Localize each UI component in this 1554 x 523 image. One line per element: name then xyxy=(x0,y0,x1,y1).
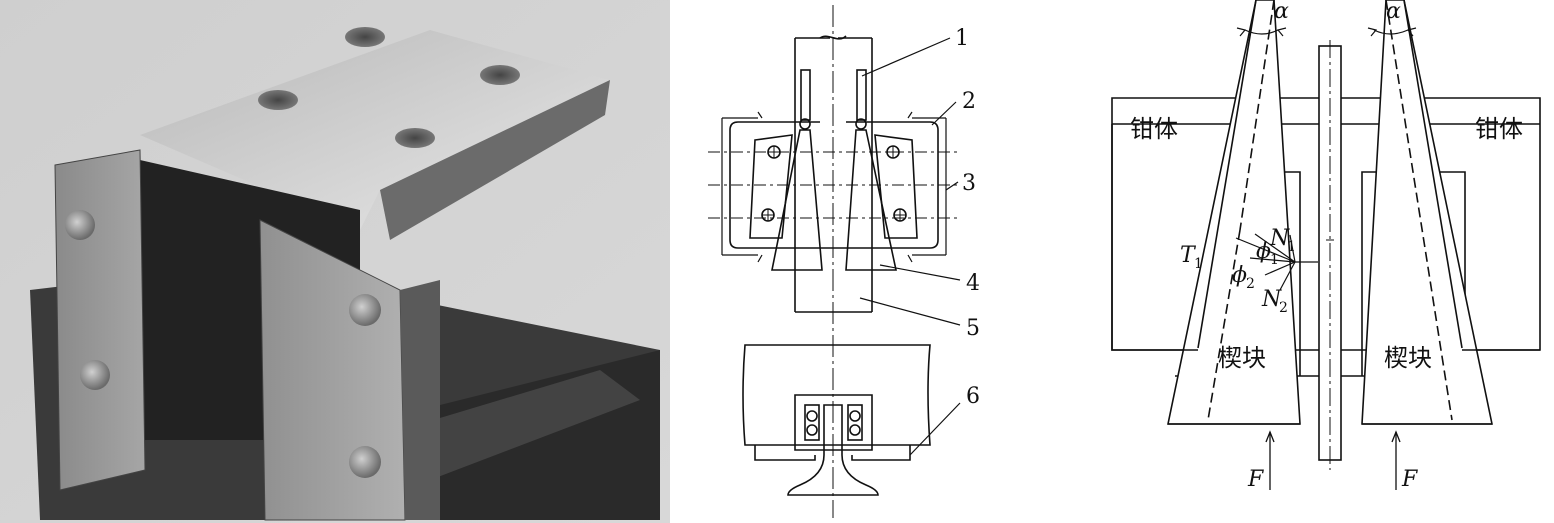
force-arrowhead-right xyxy=(1391,430,1401,443)
left-wedge-dashed xyxy=(1207,229,1241,421)
clamp-mechanism-diagram: 1 2 3 4 5 6 xyxy=(700,0,1020,523)
top-plate-edge xyxy=(380,80,610,240)
left-bearing xyxy=(804,404,820,441)
clamp-body-label-right: 钳体 xyxy=(1475,115,1523,143)
roller xyxy=(806,410,818,422)
callout-3: 3 xyxy=(962,171,976,196)
bolt-head xyxy=(349,446,381,478)
mounting-hole xyxy=(480,65,520,85)
bolt-head xyxy=(65,210,95,240)
wedge-label-right: 楔块 xyxy=(1384,344,1432,372)
bolt-head xyxy=(349,294,381,326)
callout-2: 2 xyxy=(962,89,976,114)
phi2-subscript: 2 xyxy=(1246,276,1255,292)
t1-subscript: 1 xyxy=(1194,256,1203,272)
left-side-plate xyxy=(54,149,146,491)
wedge-label-left: 楔块 xyxy=(1218,344,1266,372)
left-pivot xyxy=(799,118,811,130)
body-steps xyxy=(1111,124,1540,351)
right-pivot xyxy=(855,118,867,130)
right-plate-edge xyxy=(400,280,440,520)
friction-force-arrow xyxy=(1235,237,1296,263)
rail-break-line xyxy=(819,35,847,40)
clamp-body-label-left: 钳体 xyxy=(1130,115,1178,143)
callout-4: 4 xyxy=(966,271,980,296)
bolt-cross xyxy=(887,146,899,158)
leader-line-4 xyxy=(879,264,961,281)
clamp-body xyxy=(729,121,939,249)
clamp-housing-bracket xyxy=(721,117,947,256)
alpha-arc-right xyxy=(1373,29,1409,35)
leader-line-3 xyxy=(945,181,959,191)
force-label-right: F xyxy=(1401,467,1418,492)
callout-5: 5 xyxy=(966,316,980,341)
leader-line-5 xyxy=(859,297,961,326)
bolt-head xyxy=(80,360,110,390)
base-chamfer xyxy=(400,370,640,480)
t1-label: T xyxy=(1180,243,1197,268)
n1-label: N xyxy=(1269,226,1290,251)
leader-line-6 xyxy=(909,402,961,456)
roller xyxy=(806,424,818,436)
normal-force-arrow xyxy=(1254,233,1296,263)
phi1-label: ϕ xyxy=(1256,239,1271,264)
callout-1: 1 xyxy=(955,26,969,51)
lower-flange xyxy=(754,445,911,461)
right-bearing xyxy=(847,404,863,441)
roller-cage xyxy=(794,394,873,451)
wedge-force-diagram: 钳体 钳体 楔块 楔块 α α N 1 T 1 ϕ 1 ϕ 2 N 2 F F xyxy=(1090,0,1554,523)
leader-line-2 xyxy=(931,101,957,126)
guide-rail-profile xyxy=(787,404,879,496)
bolt-cross xyxy=(768,146,780,158)
mounting-hole xyxy=(258,90,298,110)
resultant-arrow xyxy=(1249,257,1296,263)
right-wedge xyxy=(845,129,897,271)
alpha-label-left: α xyxy=(1274,0,1289,24)
guide-rail xyxy=(794,37,873,312)
right-wedge-edge xyxy=(1403,0,1463,349)
n2-subscript: 2 xyxy=(1279,300,1288,316)
alpha-arrows-right xyxy=(1367,27,1417,37)
alpha-arc-left xyxy=(1244,29,1279,35)
n2-arrow xyxy=(1279,261,1296,291)
mounting-hole xyxy=(395,128,435,148)
alpha-label-right: α xyxy=(1386,0,1401,24)
left-side-plate xyxy=(749,134,793,239)
force-arrowhead-left xyxy=(1265,430,1275,443)
callout-6: 6 xyxy=(966,384,980,409)
n2-label: N xyxy=(1261,287,1282,312)
lower-housing xyxy=(742,344,931,446)
n1-subscript: 1 xyxy=(1287,239,1296,255)
bracket-tick xyxy=(757,111,913,263)
right-rod xyxy=(856,69,867,121)
clamp-photo xyxy=(0,0,670,523)
right-side-plate xyxy=(874,134,918,239)
right-wedge-dashed xyxy=(1385,0,1453,421)
left-wedge-dashed xyxy=(1239,0,1275,231)
n1-arrow xyxy=(1289,234,1296,263)
force-label-left: F xyxy=(1247,467,1264,492)
bolt-cross xyxy=(894,209,906,221)
left-wedge-edge xyxy=(1197,0,1257,349)
phi2-arrow xyxy=(1264,261,1296,276)
phi2-label: ϕ xyxy=(1232,263,1247,288)
bolt-cross xyxy=(762,209,774,221)
left-rod xyxy=(800,69,811,121)
left-wedge xyxy=(771,129,823,271)
phi1-subscript: 1 xyxy=(1270,252,1279,268)
roller xyxy=(849,410,861,422)
mounting-hole xyxy=(345,27,385,47)
leader-line-1 xyxy=(861,37,951,77)
roller xyxy=(849,424,861,436)
alpha-arrows-left xyxy=(1236,27,1287,37)
